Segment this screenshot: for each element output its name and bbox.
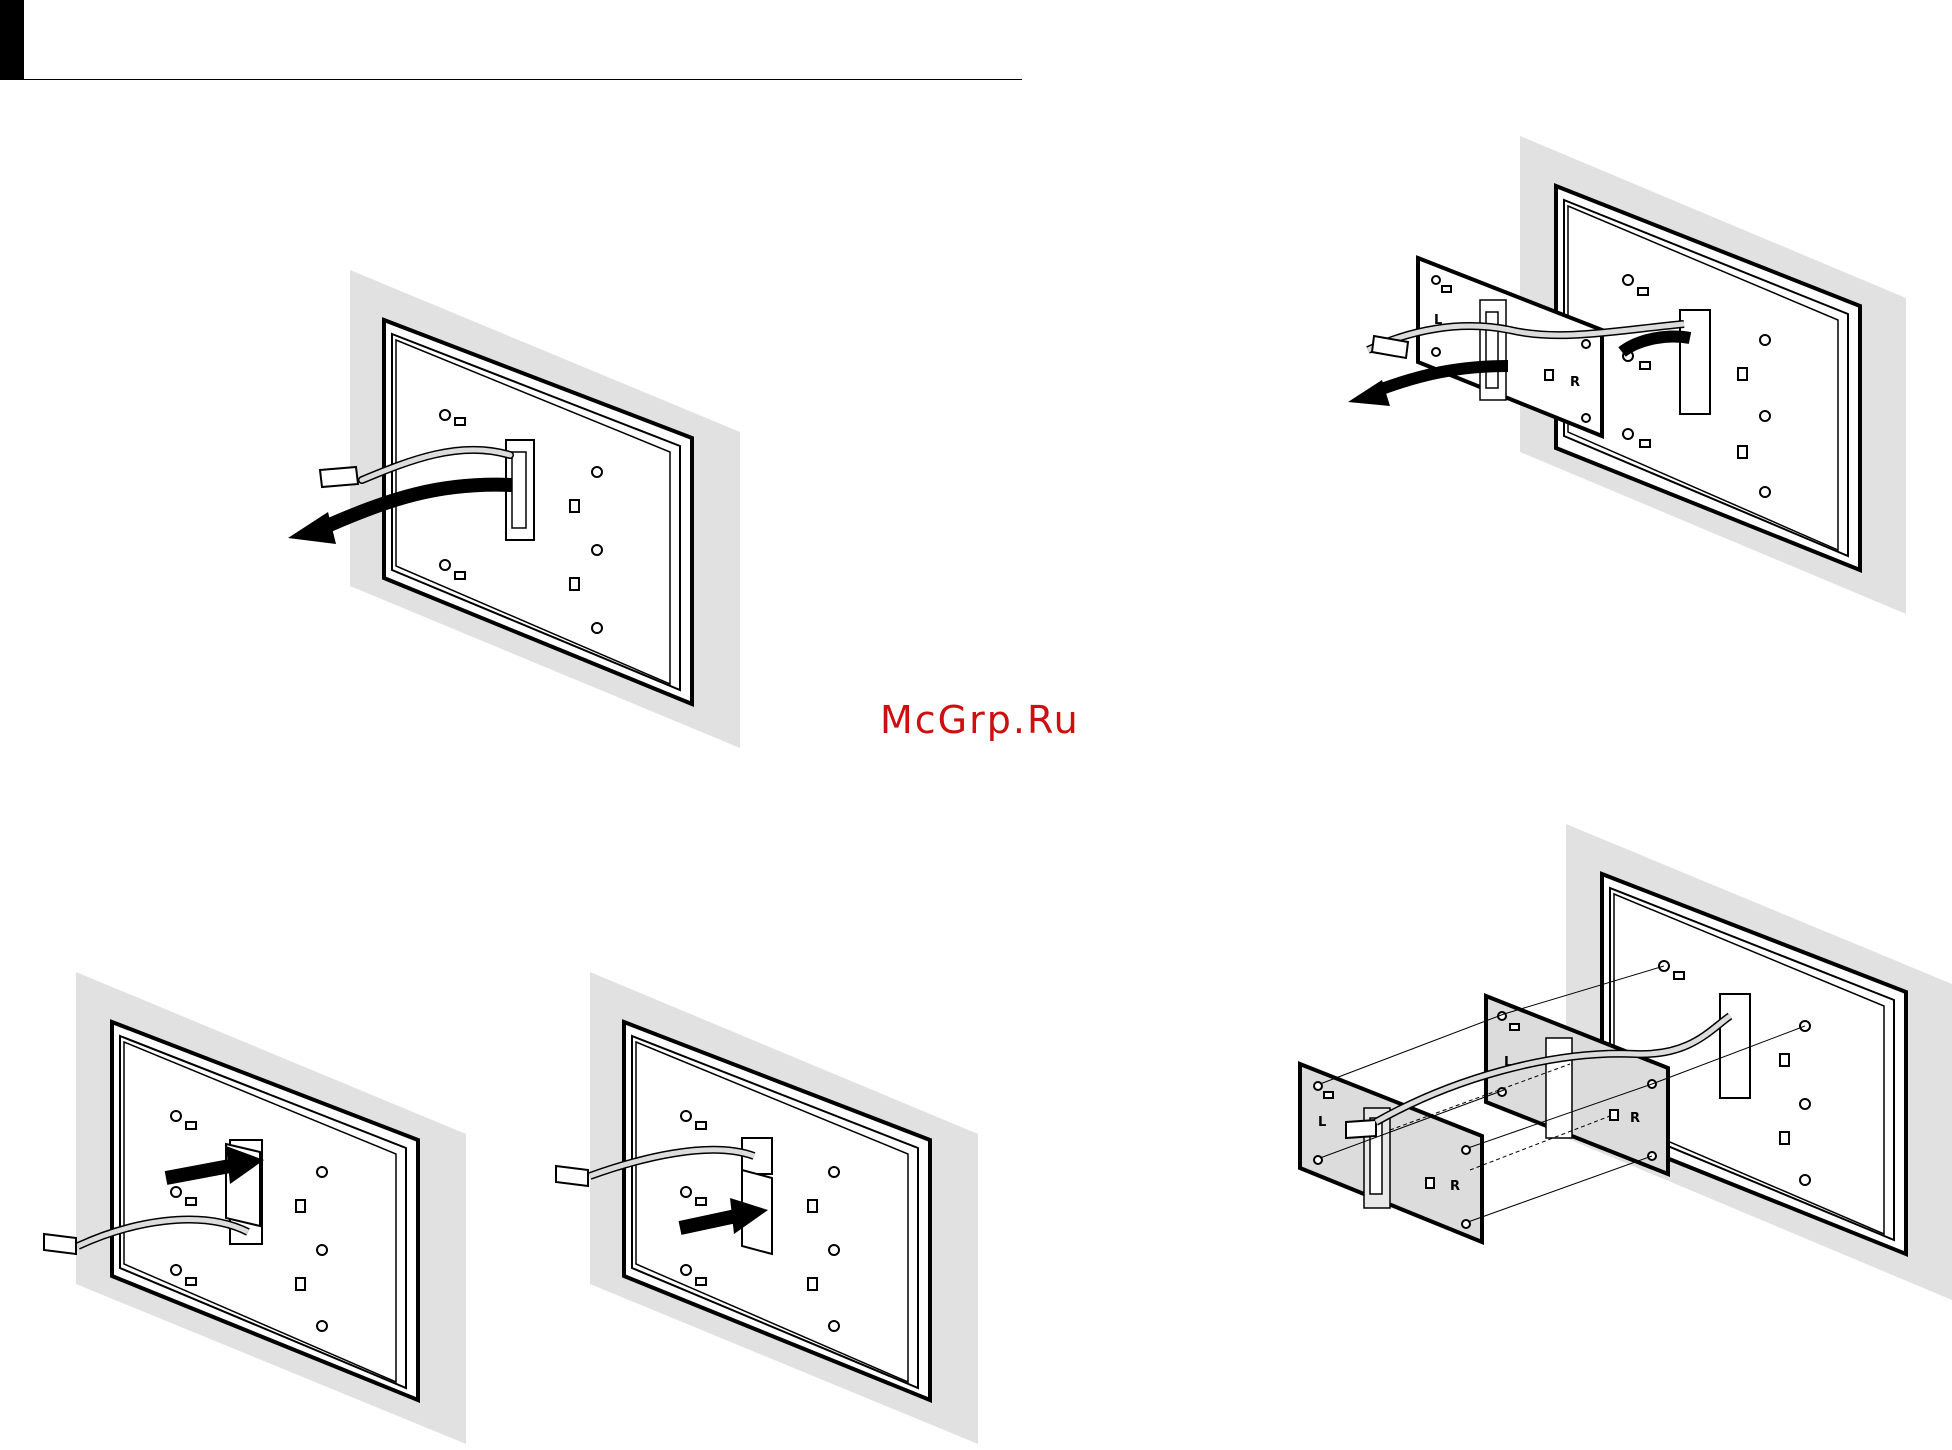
watermark: McGrp.Ru xyxy=(880,698,1080,742)
header-rule xyxy=(24,79,1022,80)
figure-pull-cable-out xyxy=(280,260,760,760)
figure-exploded-brackets: L R L R xyxy=(1290,820,1950,1440)
figure-remove-bracket: L R xyxy=(1340,130,1920,630)
bracket-label-right: R xyxy=(1570,375,1580,390)
front-bracket-label-right: R xyxy=(1450,1179,1460,1194)
front-bracket-label-left: L xyxy=(1318,1115,1326,1130)
figure-insert-cover-right xyxy=(550,960,990,1450)
section-marker xyxy=(0,0,24,80)
rear-bracket-label-right: R xyxy=(1630,1111,1640,1126)
figure-insert-cover-left xyxy=(30,960,490,1450)
